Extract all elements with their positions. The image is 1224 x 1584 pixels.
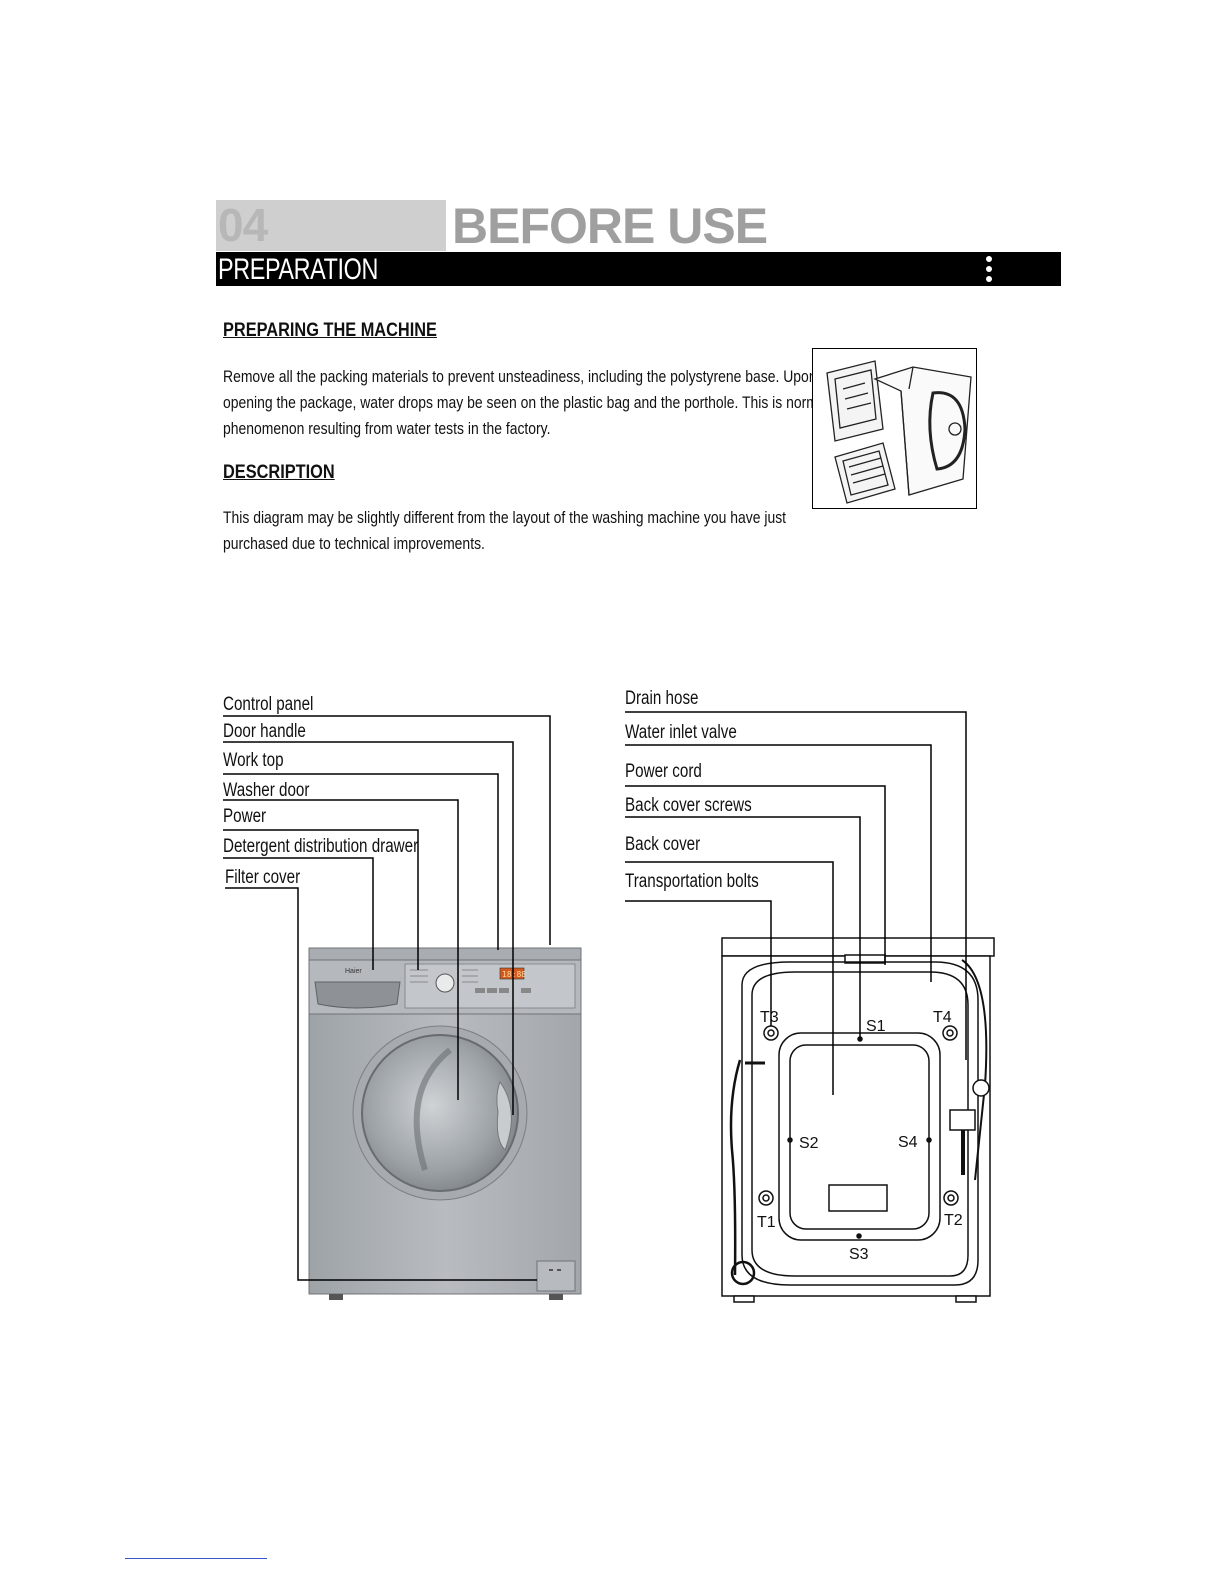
preparing-heading: PREPARING THE MACHINE xyxy=(223,320,437,341)
unpacking-illustration xyxy=(812,348,977,509)
chapter-title: BEFORE USE xyxy=(452,198,768,254)
mark-s2: S2 xyxy=(799,1135,819,1152)
section-title: PREPARATION xyxy=(218,253,378,286)
preparing-line: phenomenon resulting from water tests in… xyxy=(223,419,551,438)
unpacking-drawing xyxy=(826,360,972,504)
description-line: This diagram may be slightly different f… xyxy=(223,508,787,527)
section-bar xyxy=(216,252,1061,286)
description-paragraph: This diagram may be slightly different f… xyxy=(223,505,787,557)
label-back-cover: Back cover xyxy=(625,834,701,855)
front-leader-lines xyxy=(223,715,551,1281)
mark-t4: T4 xyxy=(933,1009,952,1026)
mark-s3: S3 xyxy=(849,1246,869,1263)
display-readout: 18:88 xyxy=(502,970,526,979)
label-detergent-drawer: Detergent distribution drawer xyxy=(223,836,419,857)
label-work-top: Work top xyxy=(223,750,284,771)
mark-t3: T3 xyxy=(760,1009,779,1026)
back-leader-lines xyxy=(625,711,967,1095)
label-power-cord: Power cord xyxy=(625,761,702,782)
label-door-handle: Door handle xyxy=(223,721,306,742)
chapter-number: 04 xyxy=(218,199,268,251)
mark-t2: T2 xyxy=(944,1212,963,1229)
brand-logo: Haier xyxy=(345,968,362,975)
label-transportation-bolts: Transportation bolts xyxy=(625,871,759,892)
bar-dots-icon xyxy=(986,256,994,284)
description-line: purchased due to technical improvements. xyxy=(223,534,485,553)
mark-s4: S4 xyxy=(898,1134,918,1151)
label-drain-hose: Drain hose xyxy=(625,688,699,709)
preparing-line: Remove all the packing materials to prev… xyxy=(223,367,817,386)
mark-t1: T1 xyxy=(757,1214,776,1231)
label-control-panel: Control panel xyxy=(223,694,314,715)
front-machine: Haier 18:88 xyxy=(308,947,582,1300)
label-back-cover-screws: Back cover screws xyxy=(625,795,752,816)
label-filter-cover: Filter cover xyxy=(225,867,301,888)
footer-rule xyxy=(125,1558,267,1559)
label-power: Power xyxy=(223,806,267,827)
svg-text:Haier: Haier xyxy=(345,968,362,975)
preparing-line: opening the package, water drops may be … xyxy=(223,393,829,412)
label-washer-door: Washer door xyxy=(223,780,310,801)
back-machine xyxy=(721,937,995,1303)
chapter-number-block xyxy=(216,200,446,251)
mark-s1: S1 xyxy=(866,1018,886,1035)
preparing-paragraph: Remove all the packing materials to prev… xyxy=(223,364,829,442)
description-heading: DESCRIPTION xyxy=(223,462,335,483)
label-water-inlet-valve: Water inlet valve xyxy=(625,722,737,743)
